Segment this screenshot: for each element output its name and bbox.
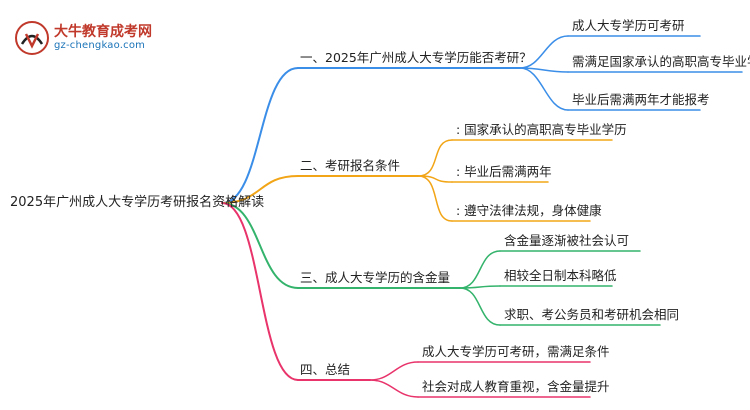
branch-4-child-1: 成人大专学历可考研，需满足条件 — [422, 344, 610, 359]
branch-2-child-3-connector — [417, 175, 453, 222]
branch-4-child-2-connector — [369, 379, 419, 398]
logo-mark-icon — [15, 21, 49, 55]
branch-1-child-3: 毕业后需满两年才能报考 — [572, 92, 710, 107]
branch-2-child-3: : 遵守法律法规，身体健康 — [456, 203, 602, 218]
logo-url[interactable]: gz-chengkao.com — [54, 40, 146, 51]
branch-2-child-1-connector — [417, 139, 453, 177]
branch-4-label: 四、总结 — [300, 362, 351, 377]
branch-4-child-2: 社会对成人教育重视，含金量提升 — [422, 379, 610, 394]
branch-4-connector — [221, 202, 299, 381]
branch-2-child-1: : 国家承认的高职高专毕业学历 — [456, 122, 627, 137]
branch-2-connector — [221, 175, 299, 204]
branch-1-child-1: 成人大专学历可考研 — [572, 18, 685, 33]
branch-3-child-1: 含金量逐渐被社会认可 — [504, 233, 630, 248]
branch-2-label: 二、考研报名条件 — [300, 158, 401, 173]
branch-4-child-1-connector — [369, 361, 419, 381]
logo: 大牛教育成考网 gz-chengkao.com — [14, 20, 174, 56]
logo-name: 大牛教育成考网 — [54, 24, 152, 40]
branch-2-child-2: : 毕业后需满两年 — [456, 164, 552, 179]
branch-3-child-1-connector — [459, 250, 501, 289]
branch-3-child-2: 相较全日制本科略低 — [504, 268, 617, 283]
branch-3-child-3-connector — [459, 287, 501, 326]
branch-1-child-2: 需满足国家承认的高职高专毕业学历 — [572, 54, 750, 69]
root-node: 2025年广州成人大专学历考研报名资格解读 — [10, 195, 265, 210]
branch-3-child-3: 求职、考公务员和考研机会相同 — [504, 307, 680, 322]
branch-1-child-1-connector — [519, 35, 569, 69]
branch-1-child-3-connector — [519, 67, 569, 111]
branch-1-label: 一、2025年广州成人大专学历能否考研？ — [300, 50, 532, 65]
branch-3-connector — [221, 202, 299, 289]
branch-3-label: 三、成人大专学历的含金量 — [300, 270, 451, 285]
branch-1-connector — [221, 67, 299, 204]
